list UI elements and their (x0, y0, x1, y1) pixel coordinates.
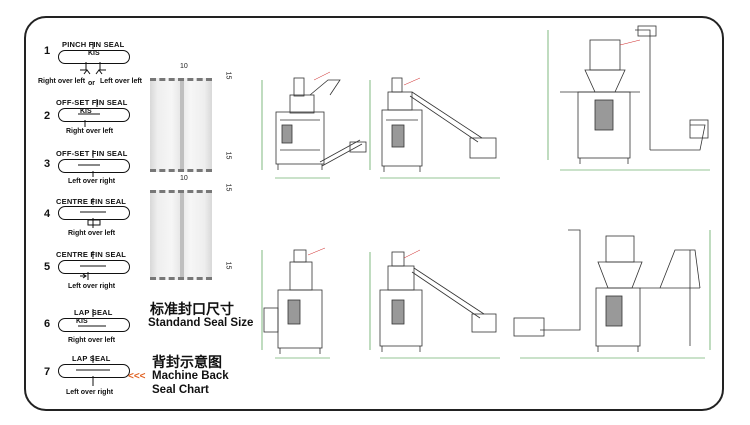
machine-drawing-e (379, 251, 497, 352)
standard-seal-title-en: Standand Seal Size (148, 317, 254, 329)
seal-number: 5 (44, 261, 51, 273)
seal-label: LAP SEAL (72, 354, 111, 363)
machine-drawing-f (513, 229, 701, 352)
seal-diagram (58, 159, 130, 173)
seal-note: Left over right (68, 283, 116, 290)
dimension-top: 10 (180, 175, 188, 182)
bag-diagram-bottom (150, 190, 212, 280)
seal-label: CENTRE FIN SEAL (56, 197, 127, 206)
pointer-arrows: <<< (128, 371, 146, 382)
seal-label: CENTRE FIN SEAL (56, 250, 127, 259)
dimension-top: 10 (180, 63, 188, 70)
seal-diagram (58, 260, 130, 274)
standard-seal-title-cn: 标准封口尺寸 (150, 302, 234, 318)
seal-number: 2 (44, 110, 51, 122)
seal-note: Right over left (68, 230, 116, 237)
seal-note: Left over right (66, 389, 114, 396)
seal-number: 7 (44, 366, 51, 378)
seal-label: OFF-SET FIN SEAL (56, 149, 128, 158)
seal-note: Right over left (68, 337, 116, 344)
seal-diagram (58, 318, 130, 332)
kis-label: KIS (80, 108, 92, 115)
back-seal-title-en-2: Seal Chart (152, 384, 209, 396)
machine-drawing-b (381, 77, 497, 172)
seal-number: 4 (44, 208, 51, 220)
seal-diagram (58, 364, 130, 378)
seal-number: 3 (44, 158, 51, 170)
seal-note-left: Right over left (38, 78, 86, 85)
machine-drawing-a (275, 77, 367, 170)
seal-number: 6 (44, 318, 51, 330)
kis-label: KIS (88, 50, 100, 57)
kis-label: KIS (76, 318, 88, 325)
back-seal-title-en-1: Machine Back (152, 370, 229, 382)
seal-label: OFF-SET FIN SEAL (56, 98, 128, 107)
seal-diagram (58, 50, 130, 64)
seal-note: Right over left (66, 128, 114, 135)
seal-diagram (58, 108, 130, 122)
bag-diagram-top (150, 78, 212, 172)
seal-note: Left over right (68, 178, 116, 185)
machine-drawing-d (263, 249, 323, 354)
outer-frame (24, 16, 724, 411)
seal-note-or: or (88, 80, 95, 87)
seal-note-right: Left over left (100, 78, 143, 85)
machine-drawing-c (560, 25, 709, 164)
back-seal-title-cn: 背封示意图 (152, 355, 222, 371)
seal-number: 1 (44, 45, 51, 57)
